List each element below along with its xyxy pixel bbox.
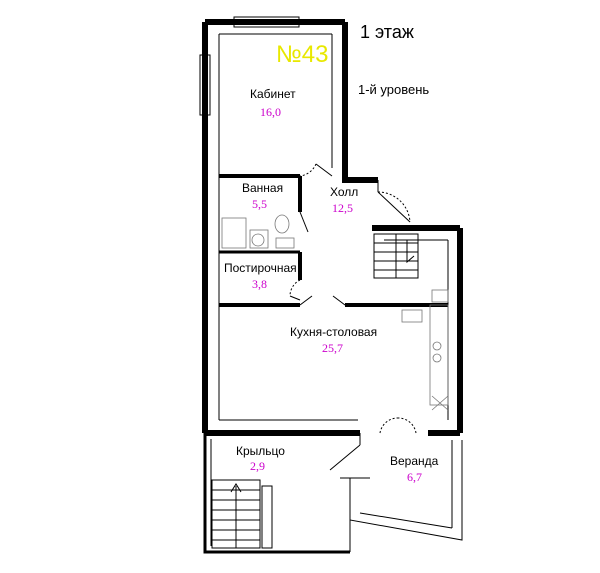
room-area-kitchen: 25,7 bbox=[322, 341, 343, 355]
room-area-veranda: 6,7 bbox=[407, 470, 422, 484]
room-name-laundry: Постирочная bbox=[224, 261, 297, 275]
room-name-bathroom: Ванная bbox=[242, 181, 283, 195]
room-area-porch: 2,9 bbox=[250, 459, 265, 473]
room-area-hall: 12,5 bbox=[332, 201, 353, 215]
stairs-upper bbox=[373, 233, 419, 279]
doors bbox=[289, 163, 417, 471]
bathroom-fixtures bbox=[221, 214, 295, 249]
room-name-porch: Крыльцо bbox=[236, 444, 285, 458]
room-name-study: Кабинет bbox=[250, 87, 296, 101]
lower-area bbox=[203, 433, 463, 554]
room-name-veranda: Веранда bbox=[390, 454, 439, 468]
room-area-bathroom: 5,5 bbox=[252, 197, 267, 211]
room-name-hall: Холл bbox=[330, 185, 358, 199]
outer-walls bbox=[202, 19, 463, 436]
kitchen-fixtures bbox=[401, 289, 449, 411]
partitions bbox=[219, 174, 448, 307]
floor-title: 1 этаж bbox=[360, 22, 414, 42]
room-area-study: 16,0 bbox=[260, 105, 281, 119]
room-name-kitchen: Кухня-столовая bbox=[290, 325, 377, 339]
room-area-laundry: 3,8 bbox=[252, 277, 267, 291]
entrance-steps bbox=[211, 479, 273, 549]
inner-wall-lines bbox=[199, 16, 449, 421]
apartment-number-badge: №43 bbox=[276, 41, 328, 68]
level-label: 1-й уровень bbox=[358, 82, 429, 97]
